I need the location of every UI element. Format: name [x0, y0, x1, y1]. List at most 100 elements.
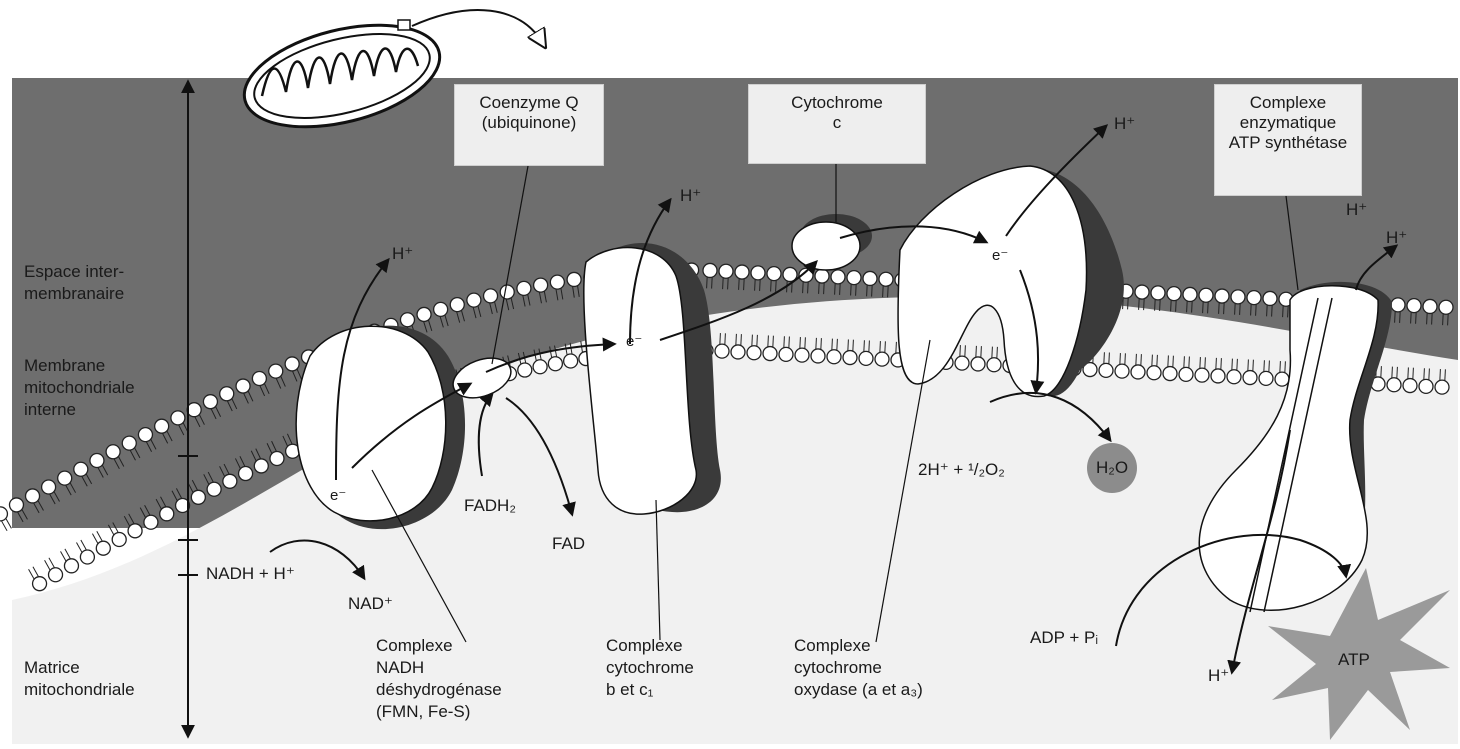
lipid-head	[719, 264, 733, 278]
lipid-head	[434, 302, 448, 316]
lipid-head	[1135, 285, 1149, 299]
lipid-head	[269, 364, 283, 378]
lipid-head	[122, 436, 136, 450]
cytochrome-c-line-2: c	[749, 113, 925, 133]
lipid-head	[715, 344, 729, 358]
lipid-head	[42, 480, 56, 494]
h-plus-complex4: H⁺	[1114, 114, 1135, 134]
lipid-head	[252, 371, 266, 385]
lipid-head	[191, 490, 205, 504]
lipid-head	[187, 403, 201, 417]
lipid-head	[767, 267, 781, 281]
lipid-head	[879, 272, 893, 286]
lipid-head	[155, 419, 169, 433]
lipid-head	[1131, 365, 1145, 379]
lipid-head	[518, 363, 532, 377]
complex1-line-3: déshydrogénase	[376, 680, 502, 700]
complex1-line-2: NADH	[376, 658, 424, 678]
h-plus-complex1: H⁺	[392, 244, 413, 264]
lipid-head	[1167, 287, 1181, 301]
lipid-head	[138, 428, 152, 442]
lipid-head	[763, 347, 777, 361]
lipid-head	[548, 357, 562, 371]
lipid-head	[827, 350, 841, 364]
lipid-head	[64, 559, 78, 573]
lipid-head	[534, 278, 548, 292]
atp-synthase-line-3: ATP synthétase	[1215, 133, 1361, 153]
atp-synthase-label-box: Complexe enzymatique ATP synthétase	[1214, 84, 1362, 196]
lipid-head	[533, 360, 547, 374]
nadh-label: NADH + H⁺	[206, 564, 295, 584]
lipid-head	[703, 263, 717, 277]
lipid-head	[500, 285, 514, 299]
lipid-head	[779, 347, 793, 361]
atp-synthase-line-2: enzymatique	[1215, 113, 1361, 133]
lipid-head	[1259, 371, 1273, 385]
lipid-head	[484, 289, 498, 303]
lipid-head	[863, 271, 877, 285]
lipid-head	[220, 387, 234, 401]
lipid-head	[1247, 291, 1261, 305]
lipid-head	[223, 474, 237, 488]
lipid-head	[26, 489, 40, 503]
electron-complex3: e⁻	[626, 332, 642, 352]
lipid-head	[1211, 369, 1225, 383]
lipid-head	[1147, 366, 1161, 380]
lipid-head	[417, 307, 431, 321]
fadh2-label: FADH₂	[464, 496, 516, 516]
lipid-head	[971, 357, 985, 371]
lipid-head	[171, 411, 185, 425]
lipid-head	[731, 345, 745, 359]
water-label: H₂O	[1096, 458, 1128, 478]
lipid-head	[90, 453, 104, 467]
lipid-head	[1115, 364, 1129, 378]
label-intermembrane-1: Espace inter-	[24, 262, 124, 282]
lipid-head	[1419, 379, 1433, 393]
lipid-head	[1439, 300, 1453, 314]
complex3-line-2: cytochrome	[606, 658, 694, 678]
coenzyme-q-line-2: (ubiquinone)	[455, 113, 603, 133]
lipid-head	[160, 507, 174, 521]
lipid-head	[747, 346, 761, 360]
lipid-head	[1199, 288, 1213, 302]
lipid-head	[955, 356, 969, 370]
h-plus-atp-2: H⁺	[1386, 228, 1407, 248]
lipid-head	[9, 498, 23, 512]
lipid-head	[74, 462, 88, 476]
lipid-head	[859, 351, 873, 365]
lipid-head	[1151, 286, 1165, 300]
lipid-head	[815, 269, 829, 283]
lipid-head	[875, 352, 889, 366]
complex3-line-3: b et c₁	[606, 680, 653, 700]
lipid-head	[1231, 290, 1245, 304]
lipid-head	[811, 349, 825, 363]
h-plus-complex3: H⁺	[680, 186, 701, 206]
lipid-head	[517, 281, 531, 295]
lipid-head	[1227, 370, 1241, 384]
lipid-head	[112, 532, 126, 546]
lipid-head	[1387, 378, 1401, 392]
lipid-head	[1243, 371, 1257, 385]
fad-label: FAD	[552, 534, 585, 554]
lipid-head	[1163, 367, 1177, 381]
lipid-head	[400, 313, 414, 327]
complex4-line-3: oxydase (a et a₃)	[794, 680, 923, 700]
lipid-head	[49, 568, 63, 582]
lipid-head	[847, 271, 861, 285]
lipid-head	[550, 275, 564, 289]
adp-label: ADP + Pᵢ	[1030, 628, 1098, 648]
complex1-line-1: Complexe	[376, 636, 453, 656]
cytochrome-c-line-1: Cytochrome	[749, 93, 925, 113]
label-membrane-3: interne	[24, 400, 76, 420]
h-plus-atp-1: H⁺	[1346, 200, 1367, 220]
lipid-head	[1407, 299, 1421, 313]
lipid-head	[567, 272, 581, 286]
coenzyme-q-label-box: Coenzyme Q (ubiquinone)	[454, 84, 604, 166]
atp-label: ATP	[1338, 650, 1370, 670]
h-plus-matrix: H⁺	[1208, 666, 1229, 686]
label-intermembrane-2: membranaire	[24, 284, 124, 304]
nad-label: NAD⁺	[348, 594, 393, 614]
complex-i-shape	[296, 326, 465, 530]
lipid-head	[1423, 299, 1437, 313]
lipid-head	[795, 348, 809, 362]
